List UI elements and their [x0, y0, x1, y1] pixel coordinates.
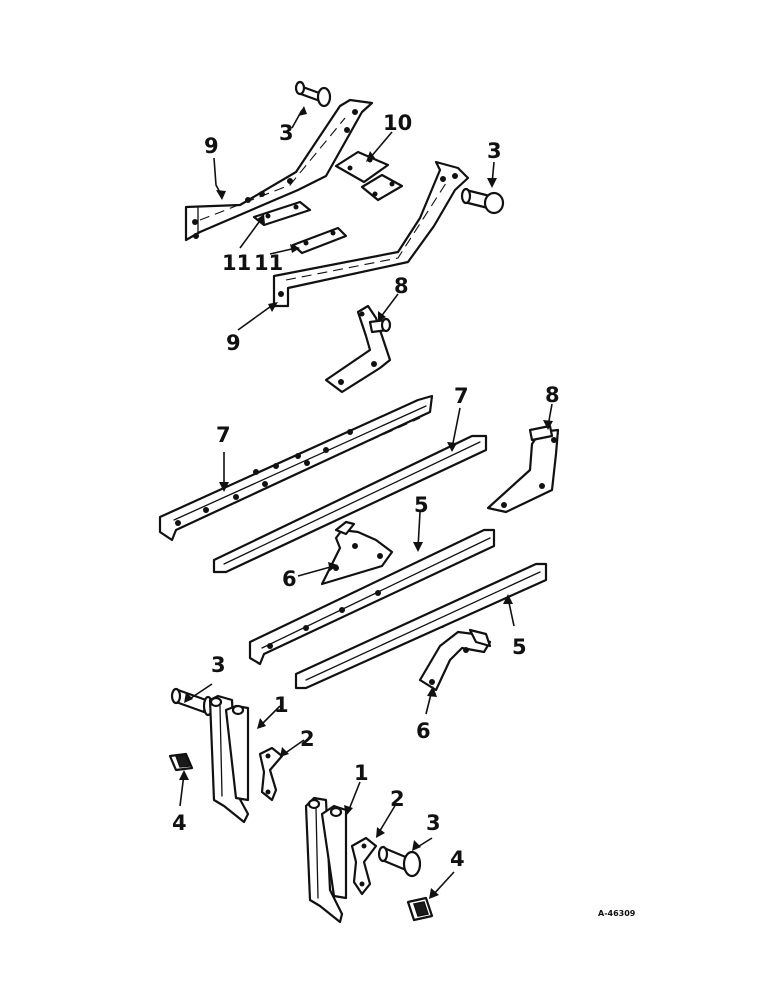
callout-1-right: 1 [354, 761, 369, 785]
shim-plate-11-lower [291, 226, 348, 255]
strap-2-left [258, 746, 284, 802]
support-arm-left [184, 98, 374, 242]
callout-8-upper: 8 [394, 274, 409, 298]
callout-3-lower-left: 3 [211, 653, 226, 677]
clamp-plate-10 [334, 150, 404, 202]
clip-4-right [406, 896, 434, 922]
angle-rail-7-left [158, 394, 434, 542]
channel-rail-5-right [294, 562, 548, 690]
callout-9-upper: 9 [204, 134, 219, 158]
callout-11-right: 11 [254, 251, 283, 275]
angle-rail-7-right [212, 434, 488, 574]
callout-2-right: 2 [390, 787, 405, 811]
strap-2-right [350, 836, 378, 896]
callout-4-left: 4 [172, 811, 187, 835]
mounting-bracket-8-upper [324, 304, 392, 394]
callout-5-upper: 5 [414, 493, 429, 517]
callout-3-lower-right: 3 [426, 811, 441, 835]
callout-5-lower: 5 [512, 635, 527, 659]
callout-8-right: 8 [545, 383, 560, 407]
callout-3-upper-right: 3 [487, 139, 502, 163]
callout-4-right: 4 [450, 847, 465, 871]
pin-lower-left [170, 687, 214, 717]
callout-7-left: 7 [216, 423, 231, 447]
callout-9-lower: 9 [226, 331, 241, 355]
callout-3-upper-left: 3 [279, 121, 294, 145]
callout-11-left: 11 [222, 251, 251, 275]
pin-upper-right [460, 187, 505, 215]
channel-rail-5-left [248, 528, 496, 666]
hinge-bracket-1-right [304, 796, 348, 924]
hinge-bracket-1-left [208, 694, 250, 824]
support-arm-right [272, 160, 470, 308]
callout-6-lower: 6 [416, 719, 431, 743]
callout-6-middle: 6 [282, 567, 297, 591]
bracket-6-middle [320, 520, 394, 586]
leader-lines [179, 106, 553, 899]
callout-2-left: 2 [300, 727, 315, 751]
mounting-bracket-8-right [486, 424, 560, 514]
figure-code: A-46309 [598, 909, 636, 918]
callout-10: 10 [383, 111, 412, 135]
callout-labels: 9 3 10 3 11 11 9 8 7 7 8 5 6 5 3 1 2 6 4… [172, 111, 636, 918]
shim-plate-11-upper [252, 200, 312, 227]
pin-lower-right [377, 845, 422, 878]
callout-1-left: 1 [274, 693, 289, 717]
bracket-6-lower [418, 628, 492, 692]
pin-upper-left [294, 80, 332, 108]
callout-7-right: 7 [454, 384, 469, 408]
clip-4-left [168, 752, 194, 772]
